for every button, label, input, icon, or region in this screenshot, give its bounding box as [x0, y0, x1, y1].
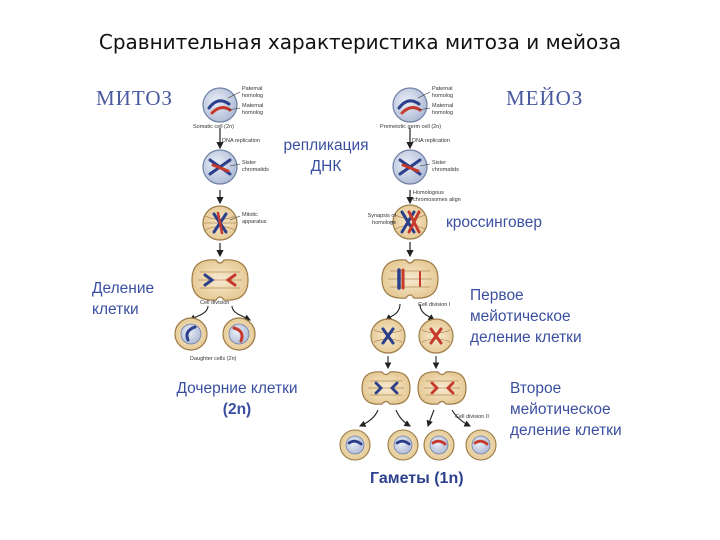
page-title: Сравнительная характеристика митоза и ме… [98, 30, 622, 54]
crossingover-label: кроссинговер [446, 214, 542, 231]
meiosis-heading: МЕЙОЗ [506, 86, 584, 110]
meiosis-germ-cell [392, 87, 428, 123]
meiosis-label-synapsis: Synapsis of homologs [367, 213, 396, 226]
meiosis-second-line2: мейотическое [510, 401, 611, 418]
replication-line1: репликация [283, 137, 369, 154]
mitosis-division-label: Деление клетки [92, 278, 154, 320]
mitosis-division-line2: клетки [92, 301, 139, 318]
gametes-label: Гаметы (1n) [370, 470, 464, 487]
meiosis-synapsis-cell [392, 204, 428, 240]
meiosis-secondary-cell-right [418, 318, 454, 354]
mitosis-label-somatic: Somatic cell (2n) [193, 124, 234, 130]
meiosis-division1-cell [381, 259, 439, 299]
meiosis-second-line1: Второе [510, 380, 562, 397]
mitosis-label-sister: Sister chromatids [242, 160, 269, 173]
replication-label: репликация ДНК [276, 135, 376, 177]
mitosis-replicated-cell [202, 149, 238, 185]
mitosis-division-line1: Деление [92, 280, 155, 297]
meiosis-first-line1: Первое [470, 287, 524, 304]
meiosis-label-paternal: Paternal homolog [432, 86, 454, 99]
meiosis-second-line3: деление клетки [510, 422, 622, 439]
meiosis-division2-cell-right [417, 371, 467, 405]
meiosis-first-line3: деление клетки [470, 329, 582, 346]
mitosis-daughter-line2: (2n) [222, 401, 252, 418]
meiosis-label-maternal: Maternal homolog [432, 103, 454, 116]
meiosis-first-line2: мейотическое [470, 308, 571, 325]
mitosis-daughter-cell-left [174, 317, 208, 351]
meiosis-first-division-label: Первое мейотическое деление клетки [470, 285, 582, 348]
meiosis-secondary-cell-left [370, 318, 406, 354]
meiosis-division2-cell-left [361, 371, 411, 405]
meiosis-label-div1: Cell division I [418, 302, 451, 308]
mitosis-label-division: Cell division [200, 300, 230, 306]
gamete-3 [423, 429, 455, 461]
mitosis-somatic-cell [202, 87, 238, 123]
mitosis-label-paternal: Paternal homolog [242, 86, 264, 99]
mitosis-label-mitotic: Mitotic apparatus [242, 212, 267, 225]
replication-line2: ДНК [310, 158, 342, 175]
meiosis-second-division-label: Второе мейотическое деление клетки [510, 378, 622, 441]
meiosis-label-sister: Sister chromatids [432, 160, 459, 173]
mitosis-label-daughter: Daughter cells (2n) [190, 356, 237, 362]
mitosis-label-maternal: Maternal homolog [242, 103, 264, 116]
meiosis-label-div2: Cell division II [455, 414, 489, 420]
mitosis-daughter-line1: Дочерние клетки [176, 380, 298, 397]
mitosis-anaphase-cell [191, 259, 249, 301]
gamete-2 [387, 429, 419, 461]
meiosis-replicated-cell [392, 149, 428, 185]
meiosis-label-homologous: Homologous chromosomes align [413, 190, 461, 203]
gamete-4 [465, 429, 497, 461]
meiosis-label-dna: DNA replication [412, 138, 450, 144]
mitosis-label-dna: DNA replication [222, 138, 260, 144]
mitosis-daughter-label: Дочерние клетки (2n) [152, 378, 322, 420]
mitosis-heading: МИТОЗ [96, 86, 174, 110]
meiosis-label-premeiotic: Premeiotic germ cell (2n) [380, 124, 442, 130]
mitosis-metaphase-cell [202, 205, 238, 241]
mitosis-daughter-cell-right [222, 317, 256, 351]
gamete-1 [339, 429, 371, 461]
